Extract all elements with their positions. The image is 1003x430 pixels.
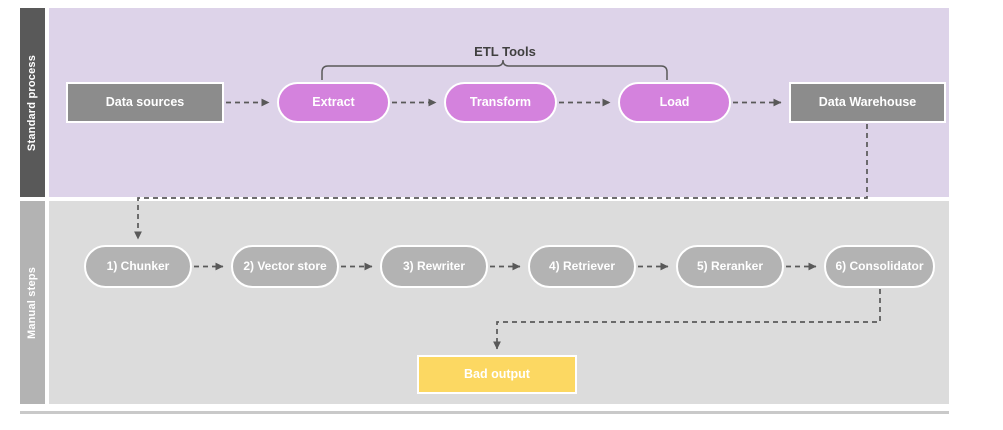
node-vector-store-label: 2) Vector store (243, 258, 327, 273)
node-bad-output[interactable]: Bad output (417, 355, 577, 394)
node-retriever-label: 4) Retriever (548, 258, 616, 273)
node-bad-output-label: Bad output (464, 367, 530, 382)
node-rewriter[interactable]: 3) Rewriter (380, 245, 488, 288)
node-chunker-label: 1) Chunker (106, 258, 170, 273)
node-consolidator-label: 6) Consolidator (835, 258, 924, 273)
node-consolidator[interactable]: 6) Consolidator (824, 245, 935, 288)
node-chunker[interactable]: 1) Chunker (84, 245, 192, 288)
node-data-warehouse-label: Data Warehouse (818, 95, 917, 110)
node-reranker-label: 5) Reranker (696, 258, 764, 273)
band-label-manual-steps-text: Manual steps (26, 266, 39, 339)
etl-tools-label: ETL Tools (474, 44, 536, 59)
node-reranker[interactable]: 5) Reranker (676, 245, 784, 288)
node-transform-label: Transform (469, 95, 532, 110)
node-data-sources-label: Data sources (105, 95, 185, 110)
bottom-divider (20, 411, 949, 414)
node-data-warehouse[interactable]: Data Warehouse (789, 82, 946, 123)
node-extract-label: Extract (312, 95, 355, 110)
band-label-manual-steps: Manual steps (20, 201, 45, 404)
node-data-sources[interactable]: Data sources (66, 82, 224, 123)
node-transform[interactable]: Transform (444, 82, 557, 123)
node-retriever[interactable]: 4) Retriever (528, 245, 636, 288)
node-load-label: Load (659, 95, 690, 110)
band-label-standard-process-text: Standard process (26, 54, 39, 151)
node-rewriter-label: 3) Rewriter (402, 258, 466, 273)
node-vector-store[interactable]: 2) Vector store (231, 245, 339, 288)
band-label-standard-process: Standard process (20, 8, 45, 197)
node-extract[interactable]: Extract (277, 82, 390, 123)
node-load[interactable]: Load (618, 82, 731, 123)
